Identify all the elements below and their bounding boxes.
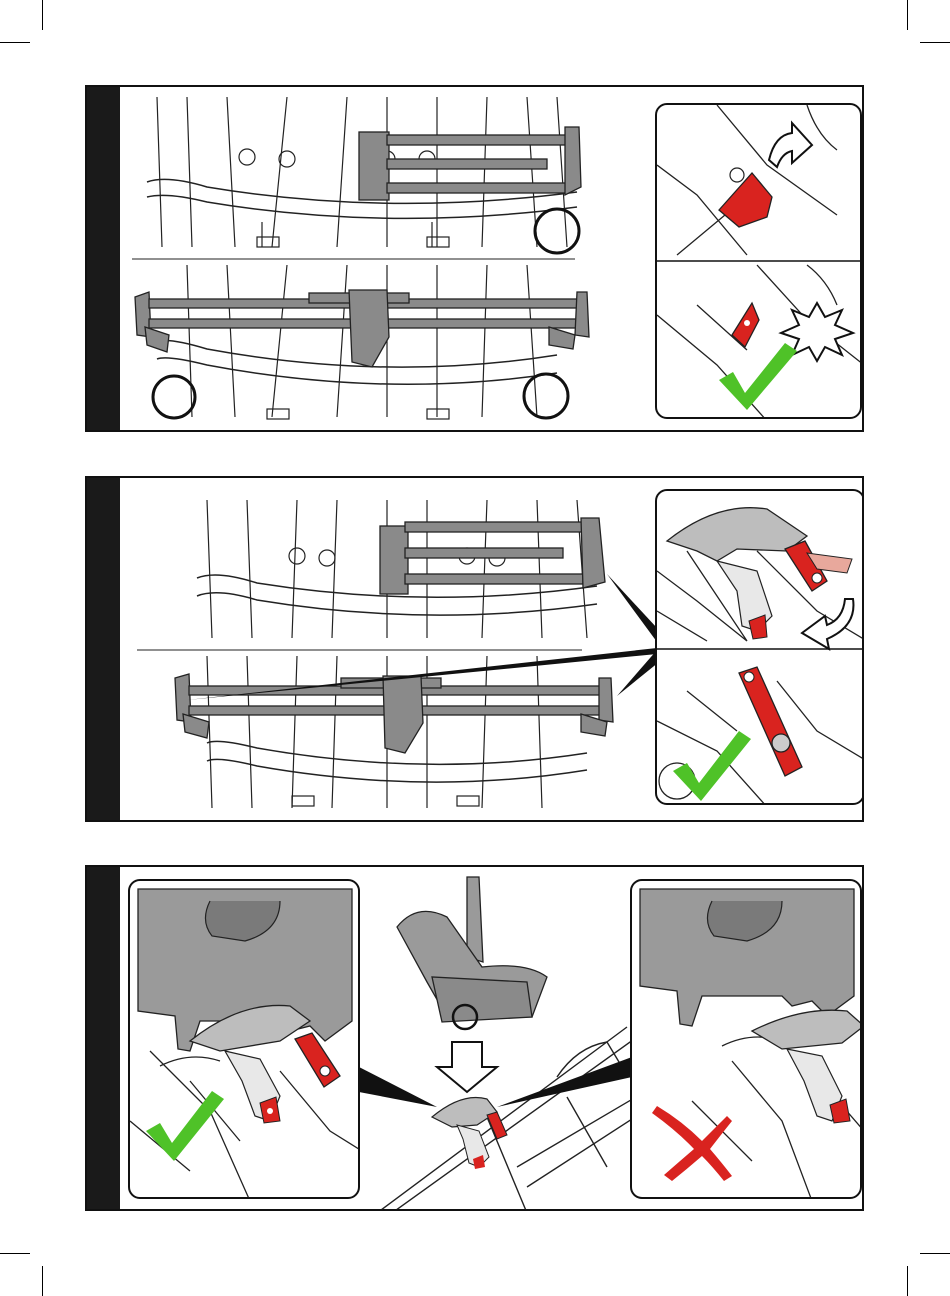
inset-step-1 [655,103,862,419]
crop-mark-tr-v [907,0,908,30]
pointer-wedge [607,574,657,642]
seat-not-engaged-view [632,881,862,1199]
adapter-half [380,518,605,594]
pointer-wedge [359,1067,437,1107]
crop-mark-tr-h [920,42,950,43]
check-icon [673,731,751,801]
arrow-down-icon [437,1042,497,1092]
adapter-bracket [752,1010,862,1049]
check-icon [719,343,797,410]
crop-mark-tl-v [42,0,43,30]
lever-detail-view [657,105,862,419]
highlight-circle [535,209,579,253]
pointer-wedge [497,1057,632,1107]
panel-step-1 [85,85,864,432]
highlight-circle [524,374,568,418]
adapter-half [359,127,581,200]
crop-mark-bl-h [0,1253,30,1254]
highlight-circle [153,376,195,418]
inset-step-2 [655,489,864,805]
red-lever [719,173,772,227]
crop-mark-br-v [907,1266,908,1296]
red-lever [739,667,802,776]
rotate-arrow-icon [802,599,853,649]
adapter-bracket [432,1097,497,1127]
crop-mark-tl-h [0,42,30,43]
panel-step-3 [85,865,864,1211]
cross-icon [652,1106,732,1181]
lever-detail-view [657,491,864,805]
car-seat [397,877,547,1029]
rotate-arrow-icon [769,123,812,167]
adapter-full [175,674,613,753]
adapter-full [135,290,589,367]
crop-mark-bl-v [42,1266,43,1296]
panel-step-2 [85,476,864,822]
crop-mark-br-h [920,1253,950,1254]
inset-seat-not-engaged [630,879,862,1199]
